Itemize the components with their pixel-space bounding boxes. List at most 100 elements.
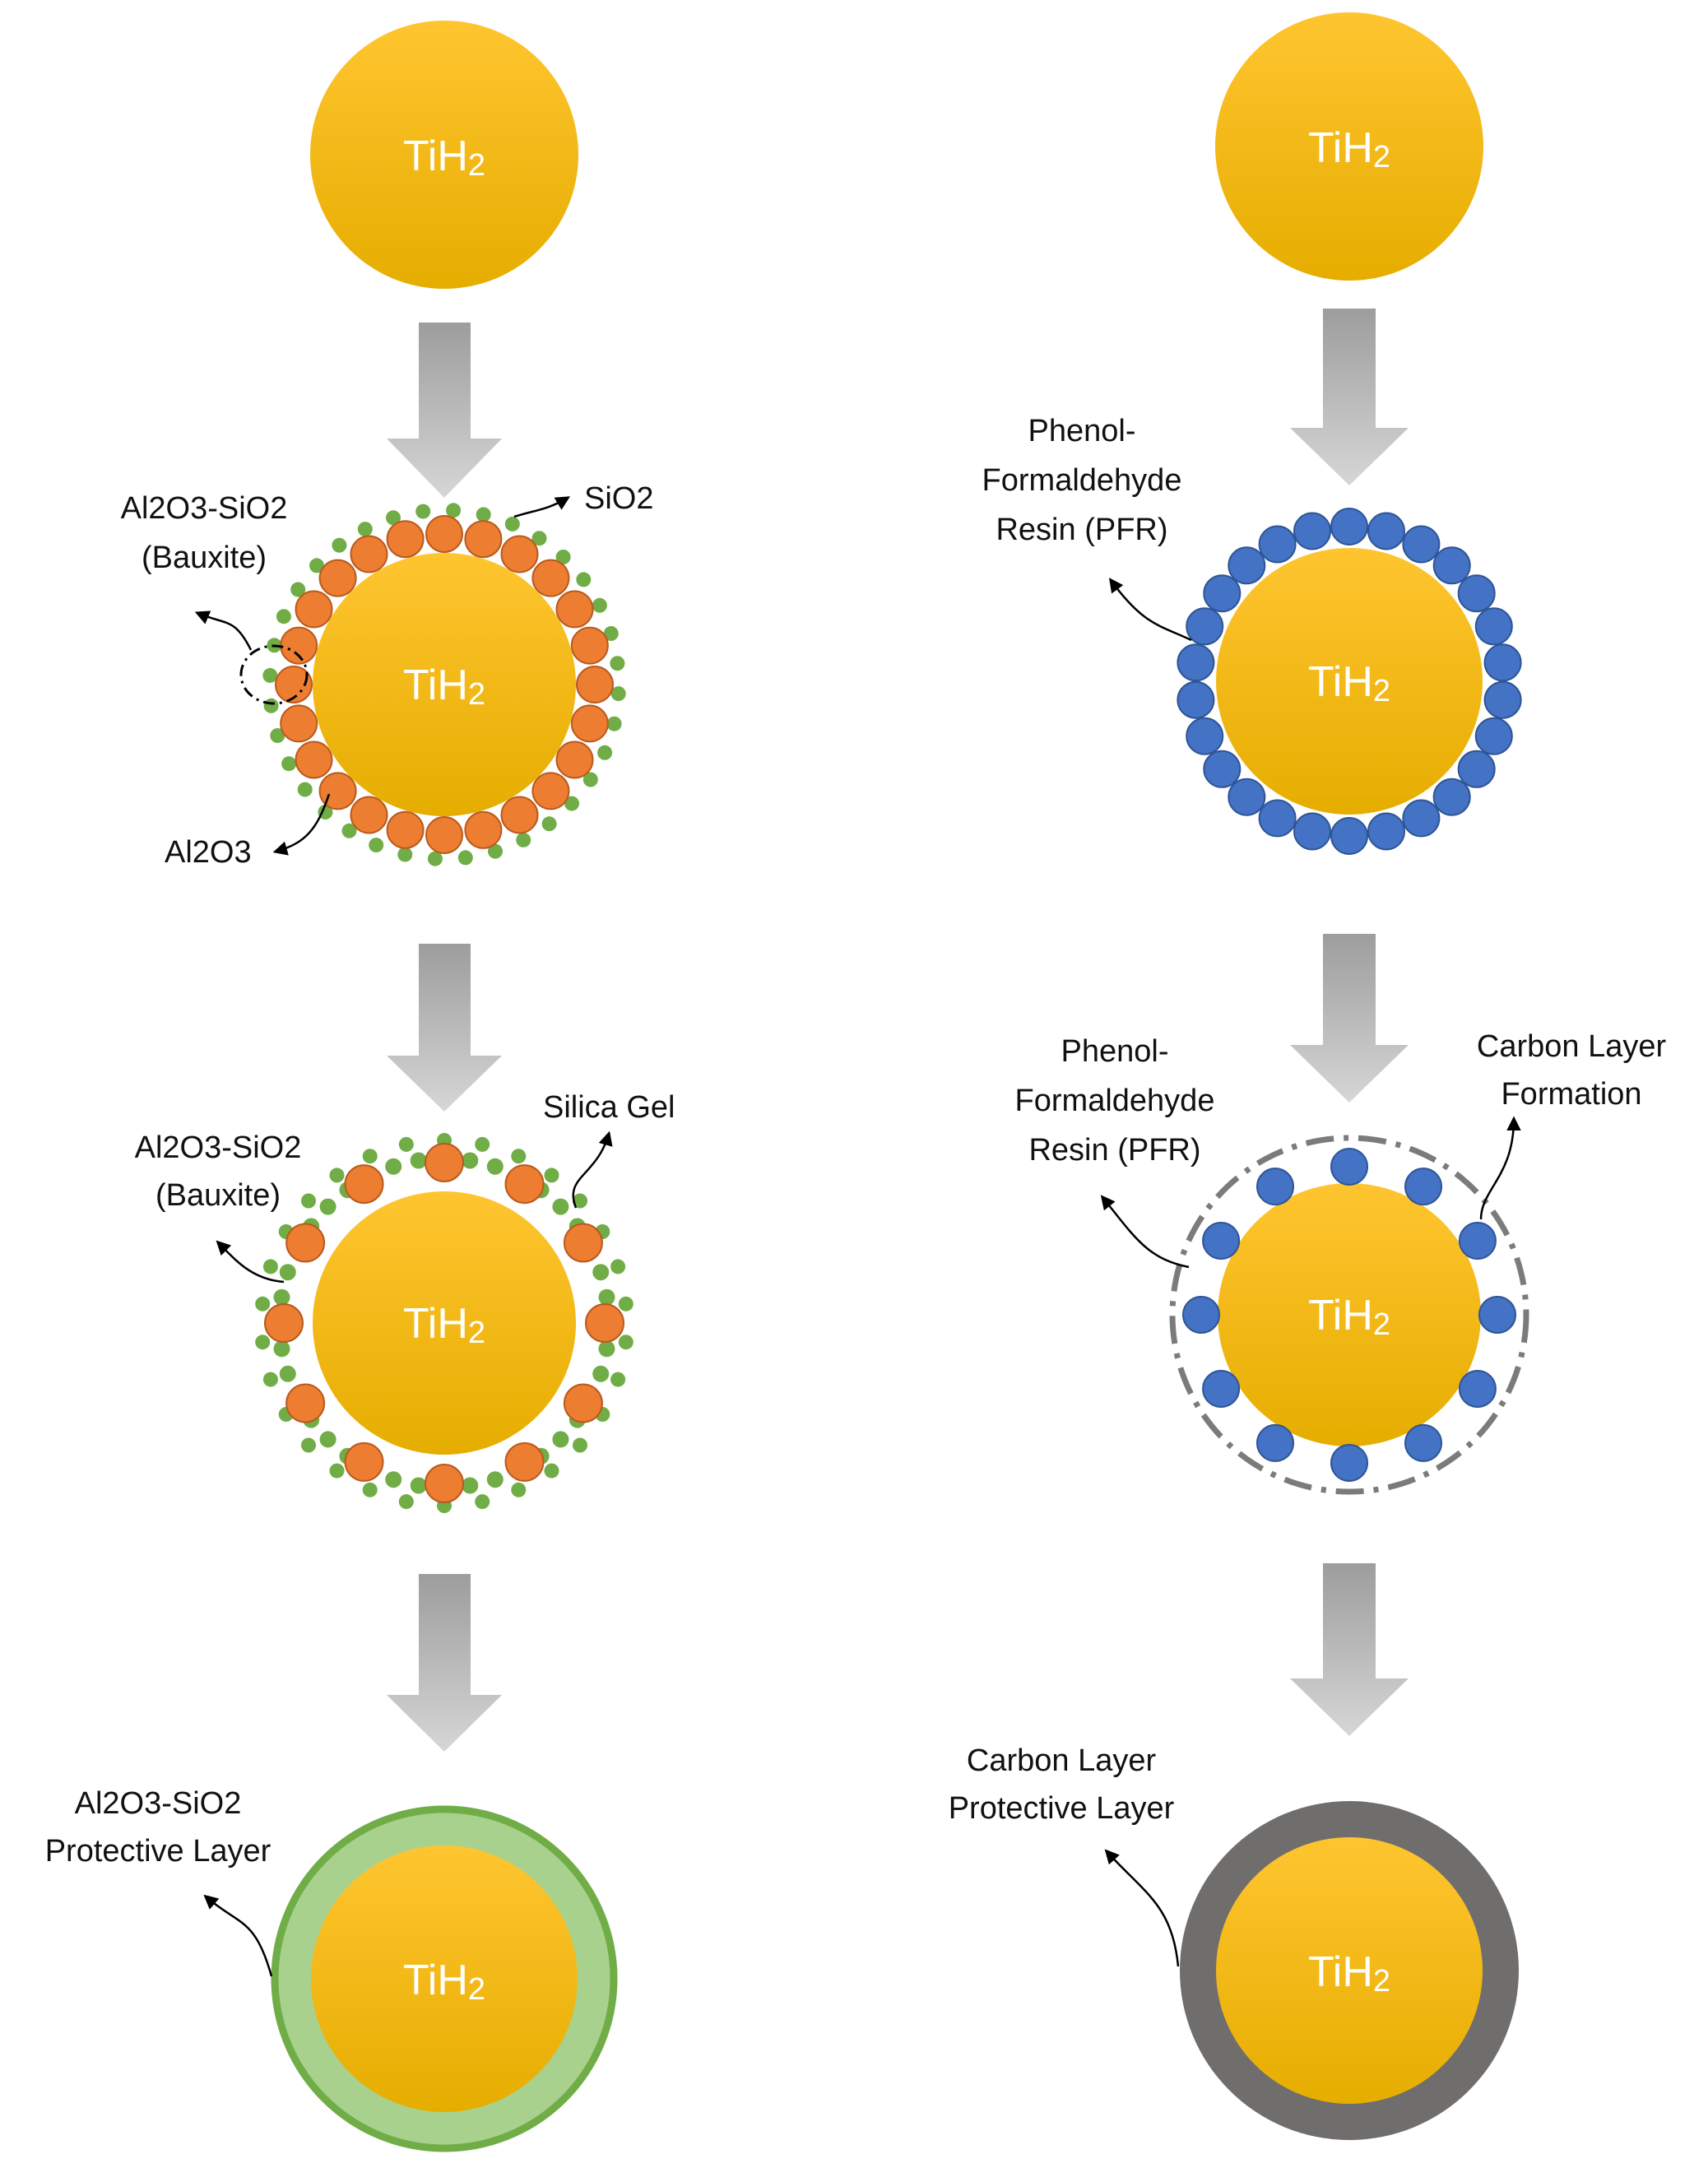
- resin-particle: [1330, 508, 1368, 546]
- pfr-label-line3: Resin (PFR): [996, 513, 1167, 547]
- left-arrow-3: [387, 1574, 502, 1752]
- left-step2-particle: TiH2: [239, 503, 626, 866]
- resin-particle: [1483, 643, 1522, 682]
- silica-gel-particle: [410, 1152, 427, 1169]
- silica-particle: [564, 796, 579, 811]
- right-step2-annotations: Phenol- Formaldehyde Resin (PFR): [982, 414, 1192, 642]
- tih2-label: TiH2: [403, 662, 485, 712]
- left-step3-particle: TiH2: [255, 1133, 634, 1513]
- resin-particle: [1202, 1222, 1241, 1260]
- resin-particle: [1330, 817, 1368, 855]
- silica-gel-particle: [319, 1431, 336, 1448]
- silica-particle: [276, 609, 291, 624]
- sio2-label: SiO2: [584, 481, 653, 516]
- al2o3-label: Al2O3: [165, 835, 252, 870]
- silica-particle: [504, 516, 520, 532]
- right-step1-particle: TiH2: [1215, 12, 1483, 281]
- bauxite-label-line2: (Bauxite): [142, 541, 267, 575]
- bauxite-pointer: [194, 610, 253, 651]
- silica-gel-particle: [573, 1193, 587, 1209]
- silica-gel-particle: [544, 1463, 559, 1479]
- silica-gel-particle: [486, 1471, 504, 1488]
- resin-particle: [1177, 680, 1215, 719]
- resin-particle: [1432, 546, 1471, 585]
- silica-gel-particle: [362, 1482, 378, 1497]
- resin-particle: [1402, 525, 1441, 564]
- resin-particle: [1367, 512, 1405, 550]
- tih2-core: [1216, 1837, 1483, 2104]
- silica-gel-particle: [329, 1463, 345, 1479]
- silica-gel-particle: [462, 1152, 479, 1169]
- resin-particle: [1474, 717, 1513, 755]
- resin-particle: [1203, 574, 1242, 613]
- tih2-label: TiH2: [1308, 1948, 1390, 1999]
- silica-particle: [597, 745, 613, 760]
- alumina-particle: [264, 1303, 304, 1343]
- pfr-label-line1: Phenol-: [1028, 414, 1136, 448]
- silica-particle: [341, 823, 357, 838]
- silica-gel-particle: [462, 1477, 479, 1494]
- alumina-particle: [464, 520, 503, 559]
- silica-particle: [446, 503, 462, 518]
- alumina-particle: [275, 666, 313, 703]
- resin-particle: [1478, 1296, 1516, 1334]
- pfr-pointer: [1108, 578, 1192, 642]
- alumina-particle: [344, 1442, 384, 1482]
- silica-gel-particle: [618, 1335, 634, 1350]
- tih2-label: TiH2: [1308, 124, 1390, 174]
- silica-particle: [357, 522, 373, 537]
- alumina-particle: [386, 520, 425, 559]
- silica-particle: [415, 504, 431, 519]
- carbon-layer-line1: Carbon Layer: [967, 1743, 1157, 1778]
- silica-particle: [457, 850, 473, 866]
- resin-particle: [1432, 778, 1471, 816]
- left-step2-annotations: Al2O3-SiO2 (Bauxite) SiO2 Al2O3: [121, 481, 654, 870]
- left-step4-annotations: Al2O3-SiO2 Protective Layer: [45, 1786, 273, 1977]
- tih2-core: [310, 21, 578, 289]
- silica-gel-particle: [262, 1372, 278, 1387]
- alumina-particle: [570, 626, 609, 665]
- silica-gel-particle: [511, 1149, 527, 1164]
- resin-particle: [1402, 799, 1441, 838]
- resin-particle: [1457, 574, 1496, 613]
- bauxite-highlight-ring: [239, 644, 309, 705]
- resin-particle: [1228, 546, 1266, 585]
- silica-gel-particle: [255, 1296, 271, 1312]
- tih2-label: TiH2: [403, 1957, 485, 2007]
- bauxite-label-line2: (Bauxite): [155, 1178, 281, 1213]
- protective-layer-line2: Protective Layer: [45, 1834, 272, 1869]
- tih2-core: [311, 1845, 578, 2112]
- carbon-formation-line2: Formation: [1501, 1077, 1641, 1112]
- tih2-label: TiH2: [403, 1300, 485, 1350]
- silica-particle: [610, 686, 626, 702]
- right-step4-particle: TiH2: [1180, 1801, 1519, 2140]
- sio2-pointer: [513, 496, 571, 518]
- silica-gel-particle: [301, 1437, 316, 1453]
- silica-particle: [541, 816, 557, 832]
- carbon-layer-forming-ring: [1169, 1135, 1529, 1495]
- alumina-particle: [563, 1223, 603, 1263]
- resin-particle: [1474, 607, 1513, 646]
- alumina-particle: [425, 1143, 464, 1182]
- alumina-particles: [275, 515, 614, 854]
- silica-gel-particle: [262, 1259, 278, 1274]
- silica-gel-particle: [273, 1288, 290, 1306]
- alumina-particle: [504, 1442, 545, 1482]
- silica-gel-particle: [573, 1437, 587, 1453]
- alumina-particle: [318, 772, 357, 810]
- silica-particle: [427, 851, 443, 866]
- silica-gel-particle: [279, 1365, 296, 1382]
- alumina-particle: [285, 1223, 326, 1263]
- resin-particle: [1458, 1222, 1497, 1260]
- silica-gel-particle: [598, 1288, 615, 1306]
- pfr-label-line2: Formaldehyde: [982, 463, 1182, 498]
- left-arrow-1: [387, 323, 502, 498]
- alumina-particle: [504, 1164, 545, 1205]
- alumina-particle: [425, 1464, 464, 1503]
- silica-particle: [290, 582, 306, 597]
- alumina-particle: [280, 704, 318, 743]
- silica-gel-particle: [319, 1198, 336, 1215]
- tih2-core: [1218, 1183, 1481, 1446]
- bauxite-label-line1: Al2O3-SiO2: [121, 491, 288, 526]
- silica-particle: [270, 728, 285, 743]
